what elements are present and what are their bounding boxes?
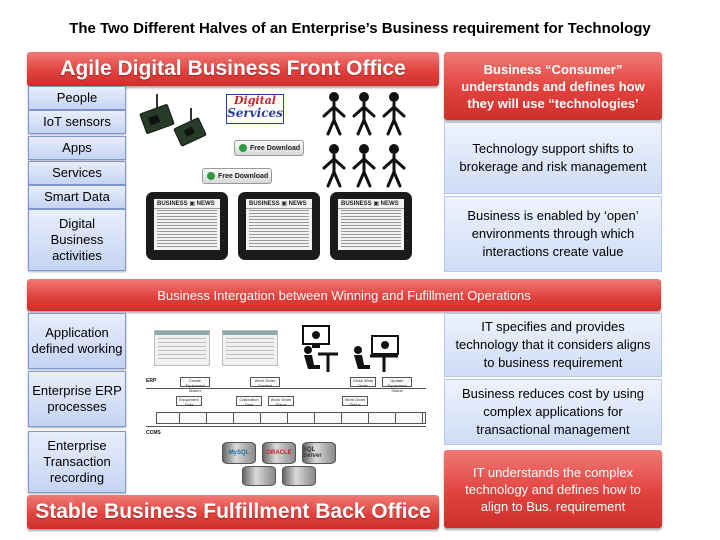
application-screenshot [154, 330, 210, 366]
brokerage-panel: Technology support shifts to brokerage a… [444, 122, 662, 194]
sql-server-database-icon: SQL Server [302, 442, 336, 464]
flow-box: Calibration Data [236, 396, 262, 407]
it-specifies-panel: IT specifies and provides technology tha… [444, 313, 662, 377]
logo-line-1: Digital [234, 94, 276, 107]
reduces-cost-panel: Business reduces cost by using complex a… [444, 379, 662, 445]
cmms-label: CCMS [146, 430, 161, 436]
free-download-button: Free Download [234, 140, 304, 156]
page-title: The Two Different Halves of an Enterpris… [69, 20, 651, 37]
download-arrow-icon [207, 172, 215, 180]
integration-banner: Business Intergation between Winning and… [27, 279, 661, 311]
tablet-news-image: BUSINESS ▣ NEWS [146, 192, 228, 260]
flow-box: Work Order Created [250, 377, 280, 388]
download-arrow-icon [239, 144, 247, 152]
erp-flow-diagram: ERP CCMS Create Equipment Master Work Or… [146, 374, 426, 440]
flow-box: Work Order Status [268, 396, 294, 407]
mysql-database-icon: MySQL [222, 442, 256, 464]
application-screenshot [222, 330, 278, 366]
item-enterprise-erp-processes: Enterprise ERP processes [28, 371, 126, 427]
item-digital-business-activities: Digital Business activities [28, 209, 126, 271]
back-office-illustrations: ERP CCMS Create Equipment Master Work Or… [130, 314, 440, 494]
flow-row [156, 412, 426, 424]
people-icon [322, 90, 406, 188]
digital-services-logo: Digital Services [226, 94, 284, 124]
flow-box: Create Equipment Master [180, 377, 210, 393]
database-icon [242, 466, 276, 486]
logo-line-2: Services [227, 106, 283, 120]
item-smart-data: Smart Data [28, 185, 126, 209]
flow-box: Update Equipment Status [382, 377, 412, 393]
tablet-news-image: BUSINESS ▣ NEWS [238, 192, 320, 260]
flow-box: Work Order Status [342, 396, 368, 407]
oracle-database-icon: ORACLE [262, 442, 296, 464]
item-application-defined-working: Application defined working [28, 313, 126, 369]
item-people: People [28, 86, 126, 110]
open-environments-panel: Business is enabled by ‘open’ environmen… [444, 196, 662, 272]
item-enterprise-transaction-recording: Enterprise Transaction recording [28, 431, 126, 493]
back-office-banner: Stable Business Fulfillment Back Office [27, 495, 439, 529]
erp-label: ERP [146, 378, 157, 384]
item-apps: Apps [28, 136, 126, 160]
flow-box: Equipment Data [176, 396, 202, 407]
front-office-illustrations: Digital Services Free Download Free Down… [130, 88, 440, 278]
it-understands-box: IT understands the complex technology an… [444, 450, 662, 528]
item-iot-sensors: IoT sensors [28, 110, 126, 134]
worker-at-desk-icon [302, 325, 399, 372]
item-services: Services [28, 161, 126, 185]
flow-box: Close Work Order [350, 377, 376, 388]
database-icon [282, 466, 316, 486]
tablet-news-image: BUSINESS ▣ NEWS [330, 192, 412, 260]
front-office-banner: Agile Digital Business Front Office [27, 52, 439, 86]
free-download-button: Free Download [202, 168, 272, 184]
consumer-defines-box: Business “Consumer” understands and defi… [444, 52, 662, 120]
